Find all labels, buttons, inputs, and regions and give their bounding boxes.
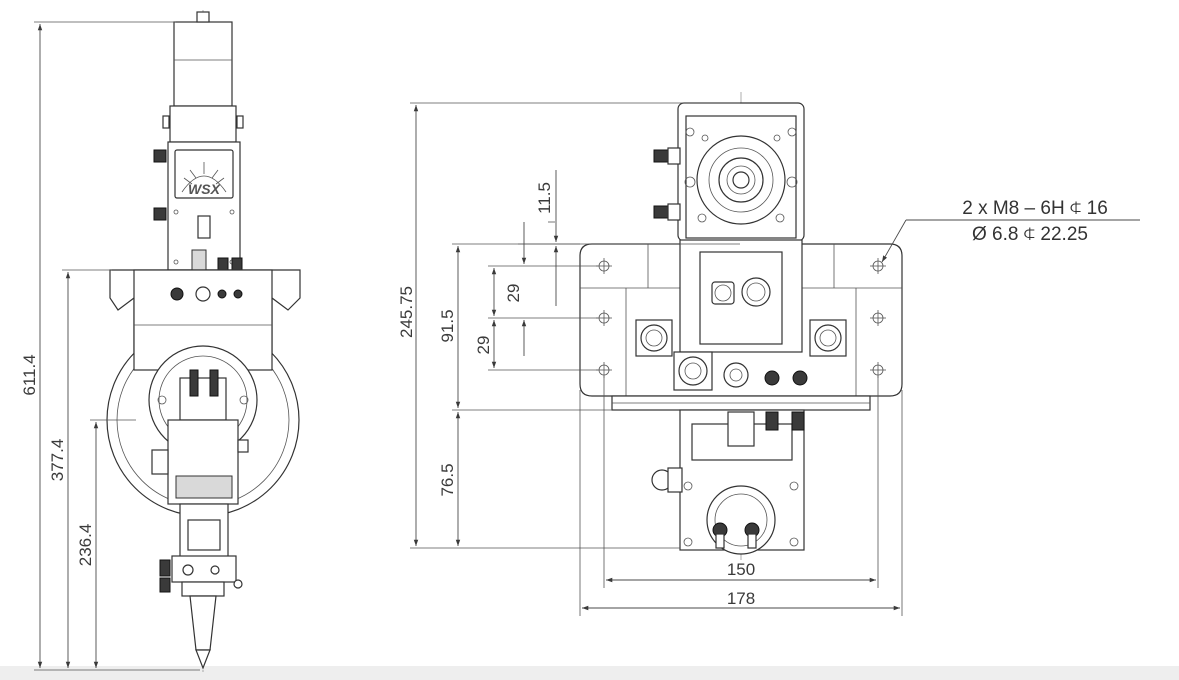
front-view: 245.75 91.5 76.5 29 29 11.5 150 178 2 x … [397, 92, 1140, 616]
dim-mid-height: 377.4 [48, 439, 67, 482]
mount-hole [870, 310, 886, 326]
thread-note-line1: 2 x M8 – 6H ⍧ 16 [962, 198, 1108, 219]
dim-top-offset: 11.5 [535, 182, 554, 214]
logo-text: WSX [188, 181, 222, 197]
mount-hole [870, 362, 886, 378]
dim-lower-height: 76.5 [438, 463, 457, 496]
dim-hole-pitch-lower: 29 [474, 336, 493, 355]
dim-overall-height: 245.75 [397, 286, 416, 338]
dim-total-height: 611.4 [20, 354, 39, 395]
mount-hole [596, 310, 612, 326]
dim-low-height: 236.4 [76, 524, 95, 567]
side-view: WSX [20, 10, 301, 672]
mount-hole [596, 258, 612, 274]
dim-plate-height: 91.5 [438, 309, 457, 342]
logo-mark: WSX [181, 162, 227, 197]
dim-plate-width: 178 [727, 589, 755, 608]
mount-hole [870, 258, 886, 274]
dim-hole-span: 150 [727, 560, 755, 579]
mount-hole [596, 362, 612, 378]
dim-hole-pitch-upper: 29 [504, 284, 523, 303]
thread-note-line2: Ø 6.8 ⍧ 22.25 [972, 224, 1088, 245]
page-bottom-band [0, 666, 1179, 680]
